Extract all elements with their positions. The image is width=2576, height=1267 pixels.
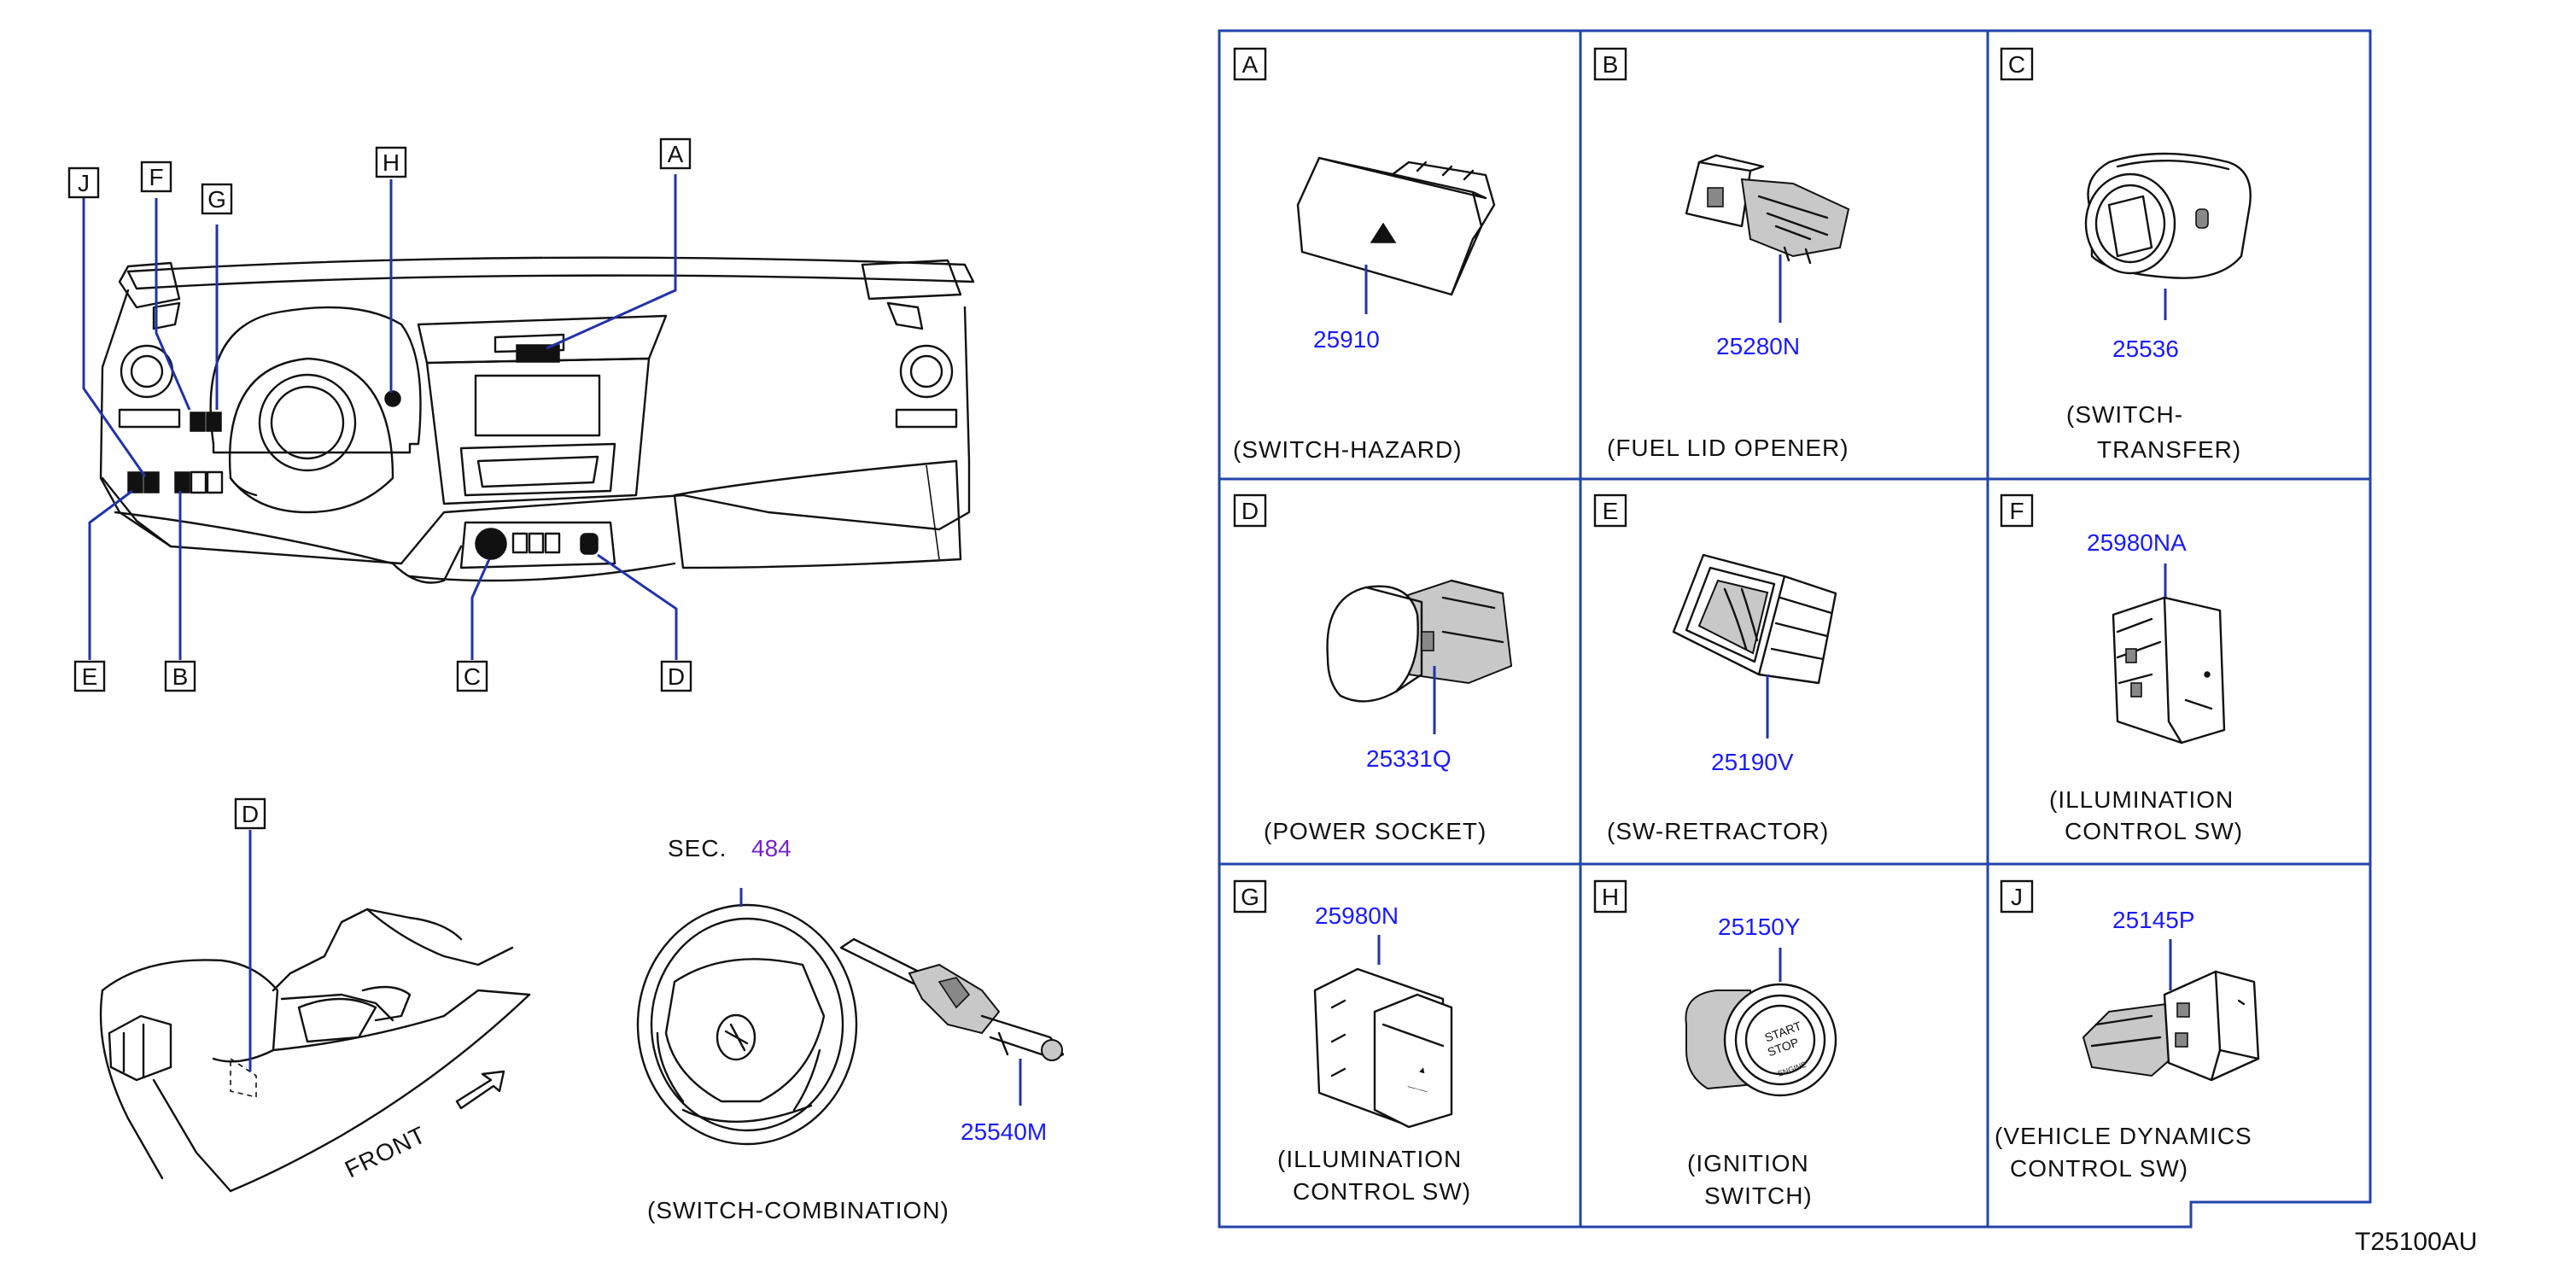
panel-J-part-number: 25145P (2112, 907, 2195, 933)
panel-C-part-number: 25536 (2112, 336, 2179, 362)
panel-G-caption-line1: (ILLUMINATION (1277, 1146, 1462, 1172)
svg-text:C: C (2008, 51, 2025, 78)
callout-F: F (140, 161, 172, 193)
panel-B: B 25280N (FUEL LID OPENER) (1593, 47, 1850, 461)
callout-C: C (456, 660, 488, 692)
dashboard-leader-lines (82, 174, 678, 660)
combination-switch-part-number: 25540M (961, 1118, 1047, 1145)
svg-text:E: E (1603, 498, 1619, 524)
panel-A: A 25910 (SWITCH-HAZARD) (1233, 47, 1496, 463)
ignition-switch-icon: START STOP ENGINE (1685, 983, 1837, 1097)
illumination-switch-F-icon (2112, 596, 2226, 744)
sec-label: SEC. (668, 835, 727, 861)
svg-text:G: G (207, 186, 226, 213)
panel-G-caption-line2: CONTROL SW) (1293, 1178, 1471, 1205)
svg-text:H: H (383, 149, 400, 176)
panel-H-part-number: 25150Y (1718, 914, 1801, 940)
svg-text:C: C (464, 663, 481, 690)
panel-D-part-number: 25331Q (1366, 745, 1452, 772)
callout-D: D (660, 660, 692, 692)
callout-J: J (67, 166, 100, 199)
illumination-switch-G-icon: ▲ —·— (1313, 967, 1453, 1129)
callout-D-console: D (234, 797, 266, 830)
panel-E-part-number: 25190V (1711, 749, 1794, 775)
svg-text:A: A (668, 141, 684, 167)
svg-text:F: F (149, 164, 163, 190)
callout-G: G (201, 183, 233, 215)
panel-C-caption-line2: TRANSFER) (2097, 436, 2241, 463)
svg-text:B: B (172, 663, 189, 690)
svg-text:J: J (2011, 884, 2023, 910)
panel-J: J 25145P (VEHICLE DYNAMICS CONTROL SW) (1995, 879, 2260, 1182)
panel-E-caption: (SW-RETRACTOR) (1607, 818, 1829, 844)
center-console-illustration (99, 908, 531, 1193)
panel-E: E 25190V (SW-RETRACTOR) (1593, 493, 1837, 844)
combination-switch-illustration (839, 937, 1065, 1061)
grid-outline (1218, 29, 2372, 1229)
dashboard-illustration (99, 256, 975, 584)
sec-number: 484 (751, 835, 791, 861)
callout-E: E (73, 660, 106, 692)
transfer-switch-icon (2084, 152, 2252, 279)
panel-H-caption-line2: SWITCH) (1704, 1182, 1813, 1209)
callout-H: H (375, 146, 407, 178)
svg-text:▲: ▲ (1417, 1064, 1428, 1076)
panel-H: H 25150Y START STOP ENGINE (IGNITION SWI… (1593, 879, 1837, 1209)
sw-retractor-icon (1672, 553, 1837, 685)
svg-text:G: G (1241, 884, 1259, 910)
callout-A: A (659, 137, 692, 170)
svg-text:D: D (242, 801, 259, 827)
panel-J-caption-line2: CONTROL SW) (2010, 1155, 2188, 1182)
fuel-lid-opener-icon (1685, 154, 1850, 265)
svg-text:F: F (2009, 498, 2024, 524)
svg-text:J: J (78, 170, 90, 196)
front-label: FRONT (341, 1121, 430, 1182)
panel-D-caption: (POWER SOCKET) (1264, 818, 1487, 844)
combination-switch-caption: (SWITCH-COMBINATION) (647, 1197, 949, 1223)
panel-H-caption-line1: (IGNITION (1687, 1150, 1809, 1176)
panel-F: F 25980NA (ILLUMINATION CONTROL SW) (2000, 493, 2243, 844)
panel-B-caption: (FUEL LID OPENER) (1607, 435, 1849, 461)
svg-text:A: A (1242, 51, 1259, 78)
diagram-code: T25100AU (2355, 1228, 2477, 1256)
panel-D: D 25331Q (POWER SOCKET) (1233, 493, 1513, 844)
panel-C: C 25536 (SWITCH- TRANSFER) (2000, 47, 2252, 463)
vehicle-dynamics-switch-icon (2082, 970, 2260, 1082)
hazard-switch-icon (1296, 156, 1496, 296)
svg-text:D: D (1241, 498, 1259, 524)
power-socket-icon (1326, 579, 1513, 703)
panel-G: G 25980N ▲ —·— (ILLUMINATION CONTROL SW) (1233, 879, 1471, 1205)
panel-F-caption-line1: (ILLUMINATION (2049, 786, 2234, 813)
panel-F-caption-line2: CONTROL SW) (2065, 818, 2243, 844)
svg-text:D: D (668, 663, 685, 690)
panel-G-part-number: 25980N (1315, 902, 1399, 929)
svg-text:B: B (1603, 51, 1619, 78)
callout-B: B (164, 660, 196, 692)
panel-B-part-number: 25280N (1716, 333, 1800, 359)
panel-A-part-number: 25910 (1313, 326, 1380, 353)
svg-text:H: H (1602, 884, 1619, 910)
panel-A-caption: (SWITCH-HAZARD) (1233, 436, 1463, 463)
panel-F-part-number: 25980NA (2087, 529, 2187, 556)
panel-J-caption-line1: (VEHICLE DYNAMICS (1995, 1123, 2252, 1149)
steering-wheel-illustration (636, 903, 858, 1146)
panel-C-caption-line1: (SWITCH- (2066, 401, 2183, 428)
svg-text:E: E (82, 663, 98, 690)
parts-grid (1218, 29, 2372, 1229)
